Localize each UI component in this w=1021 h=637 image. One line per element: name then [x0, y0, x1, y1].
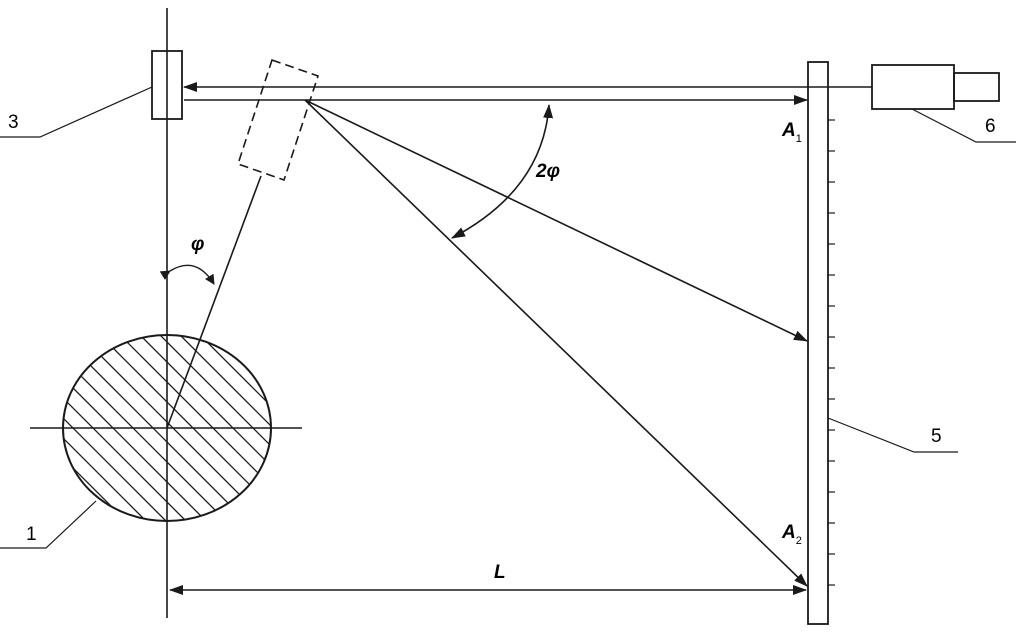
reflected-beam-lower [304, 99, 808, 587]
leader-line-6 [911, 108, 1016, 143]
leader-line-1 [0, 500, 97, 549]
specimen-ellipse [62, 334, 272, 522]
label-phi: φ [191, 234, 205, 255]
label-A1: A1 [782, 120, 802, 145]
label-A2: A2 [782, 522, 802, 547]
mirror-dashed [236, 58, 320, 182]
leader-line-3 [0, 86, 153, 138]
label-5: 5 [931, 426, 942, 447]
scale-bar [807, 61, 829, 625]
label-1: 1 [26, 524, 37, 545]
label-L: L [494, 562, 506, 583]
label-3: 3 [8, 112, 19, 133]
label-A1-sub: 1 [795, 133, 802, 145]
telescope-body [871, 64, 955, 110]
scale-ticks [828, 119, 835, 586]
telescope-eyepiece [953, 72, 1000, 102]
specimen-hatching [63, 335, 271, 521]
mirror-rod [166, 175, 262, 429]
two-phi-arc [451, 104, 554, 239]
label-6: 6 [985, 116, 996, 137]
device-3-box [151, 50, 183, 120]
reflected-beam-middle [304, 99, 808, 342]
phi-arc [159, 264, 215, 285]
leader-line-5 [827, 417, 958, 453]
label-A1-letter: A [782, 120, 796, 141]
label-A2-letter: A [782, 522, 796, 543]
label-two-phi: 2φ [536, 161, 560, 182]
label-A2-sub: 2 [795, 535, 802, 547]
